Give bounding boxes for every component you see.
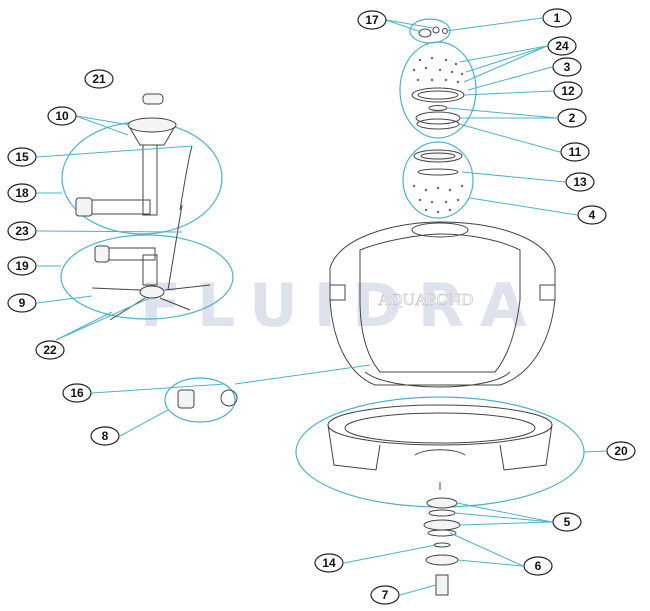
label-9: 9 bbox=[7, 293, 37, 313]
label-12: 12 bbox=[553, 81, 583, 101]
label-4: 4 bbox=[577, 205, 607, 225]
svg-text:8: 8 bbox=[102, 429, 109, 443]
svg-text:5: 5 bbox=[564, 515, 571, 529]
svg-text:16: 16 bbox=[70, 386, 84, 400]
label-1: 1 bbox=[542, 8, 572, 28]
label-17: 17 bbox=[357, 10, 387, 30]
label-13: 13 bbox=[565, 172, 595, 192]
label-14: 14 bbox=[314, 553, 344, 573]
svg-text:15: 15 bbox=[15, 150, 29, 164]
watermark-text: FLUIDRA bbox=[140, 271, 543, 341]
label-11: 11 bbox=[560, 142, 590, 162]
svg-text:21: 21 bbox=[92, 72, 106, 86]
leader-lines bbox=[36, 17, 607, 596]
svg-text:17: 17 bbox=[365, 13, 379, 27]
svg-text:13: 13 bbox=[573, 175, 587, 189]
svg-text:20: 20 bbox=[614, 444, 628, 458]
label-21: 21 bbox=[84, 69, 114, 89]
label-24: 24 bbox=[547, 36, 577, 56]
tank-base bbox=[327, 404, 553, 490]
label-23: 23 bbox=[7, 221, 37, 241]
left-laterals bbox=[75, 93, 238, 409]
label-16: 16 bbox=[62, 383, 92, 403]
svg-text:24: 24 bbox=[555, 39, 569, 53]
label-19: 19 bbox=[7, 256, 37, 276]
svg-text:7: 7 bbox=[382, 588, 389, 602]
svg-text:2: 2 bbox=[569, 111, 576, 125]
label-22: 22 bbox=[35, 340, 65, 360]
svg-text:4: 4 bbox=[589, 208, 596, 222]
label-5: 5 bbox=[552, 512, 582, 532]
group-ellipses bbox=[60, 18, 585, 508]
svg-text:9: 9 bbox=[19, 296, 26, 310]
svg-text:3: 3 bbox=[564, 60, 571, 74]
svg-text:22: 22 bbox=[43, 343, 57, 357]
brand-logo-text: AQUAPOND bbox=[378, 290, 473, 309]
label-8: 8 bbox=[90, 426, 120, 446]
svg-text:19: 19 bbox=[15, 259, 29, 273]
part-labels: 17 1 24 3 12 2 11 13 4 21 10 15 18 23 19… bbox=[7, 8, 636, 605]
svg-text:10: 10 bbox=[55, 109, 69, 123]
svg-text:23: 23 bbox=[15, 224, 29, 238]
label-10: 10 bbox=[47, 106, 77, 126]
svg-text:6: 6 bbox=[535, 559, 542, 573]
svg-text:18: 18 bbox=[15, 186, 29, 200]
svg-text:12: 12 bbox=[561, 84, 575, 98]
label-2: 2 bbox=[557, 108, 587, 128]
svg-text:1: 1 bbox=[554, 11, 561, 25]
label-20: 20 bbox=[606, 441, 636, 461]
label-7: 7 bbox=[370, 585, 400, 605]
svg-text:14: 14 bbox=[322, 556, 336, 570]
svg-text:11: 11 bbox=[569, 145, 582, 159]
filter-tank bbox=[329, 221, 556, 388]
label-15: 15 bbox=[7, 147, 37, 167]
label-3: 3 bbox=[552, 57, 582, 77]
label-18: 18 bbox=[7, 183, 37, 203]
label-6: 6 bbox=[523, 556, 553, 576]
top-valve-parts bbox=[411, 26, 465, 214]
